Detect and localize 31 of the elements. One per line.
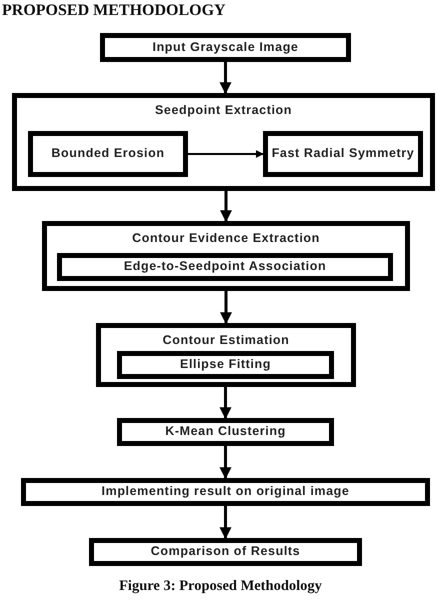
process-box xyxy=(21,478,430,506)
box-label: Input Grayscale Image xyxy=(152,40,298,54)
box-label: Contour Evidence Extraction xyxy=(132,232,320,246)
box-label: Ellipse Fitting xyxy=(180,358,271,372)
process-box xyxy=(57,253,393,281)
arrow xyxy=(220,291,232,324)
box-label: Seedpoint Extraction xyxy=(154,104,292,118)
arrow xyxy=(220,191,232,222)
diagram-title: PROPOSED METHODOLOGY xyxy=(2,2,226,20)
group-box xyxy=(12,93,435,191)
box-label: Contour Estimation xyxy=(162,334,290,348)
box-label: Implementing result on original image xyxy=(102,485,350,499)
process-box xyxy=(28,131,188,177)
box-label: Edge-to-Seedpoint Association xyxy=(124,260,326,274)
arrow xyxy=(220,62,232,94)
arrow xyxy=(220,506,232,540)
process-box xyxy=(100,33,351,62)
process-box xyxy=(89,538,362,566)
arrow xyxy=(188,150,264,158)
box-label: Bounded Erosion xyxy=(51,147,165,161)
process-box xyxy=(117,351,334,379)
group-box xyxy=(42,221,410,291)
group-box xyxy=(96,323,356,387)
arrow xyxy=(220,387,232,420)
process-box xyxy=(117,418,334,446)
process-box xyxy=(263,131,423,177)
arrow xyxy=(220,446,232,480)
box-label: Comparison of Results xyxy=(150,545,300,559)
box-label: Fast Radial Symmetry xyxy=(272,147,414,161)
figure-caption: Figure 3: Proposed Methodology xyxy=(118,578,323,595)
box-label: K-Mean Clustering xyxy=(165,425,286,439)
